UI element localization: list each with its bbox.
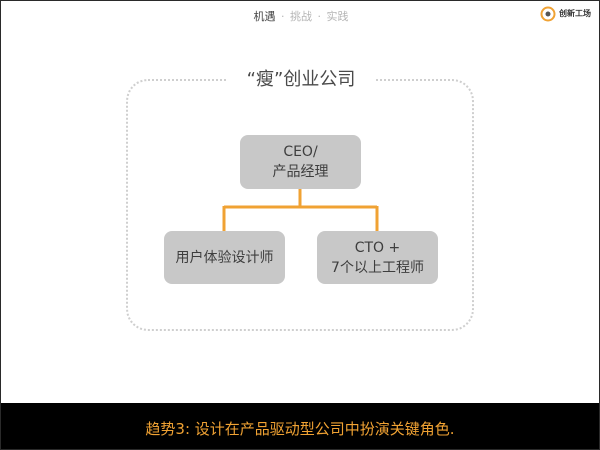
diagram-title: “瘦”创业公司 bbox=[226, 67, 376, 93]
node-cto-engineers: CTO + 7个以上工程师 bbox=[317, 231, 438, 284]
nav-item-challenge[interactable]: 挑战 bbox=[290, 10, 312, 23]
node-ceo-product-manager: CEO/ 产品经理 bbox=[240, 135, 361, 189]
nav-item-opportunity[interactable]: 机遇 bbox=[253, 10, 276, 23]
nav-separator: · bbox=[317, 10, 322, 23]
node-label-line: 用户体验设计师 bbox=[175, 249, 274, 266]
nav-item-practice[interactable]: 实践 bbox=[326, 10, 349, 23]
node-ux-designer: 用户体验设计师 bbox=[164, 231, 285, 284]
node-label-line: 产品经理 bbox=[272, 164, 329, 180]
nav-separator: · bbox=[281, 10, 285, 23]
node-label-line: 7个以上工程师 bbox=[331, 259, 424, 276]
node-label-line: CEO/ bbox=[283, 144, 318, 160]
innovation-works-logo-icon bbox=[540, 6, 556, 22]
trend-banner: 趋势3: 设计在产品驱动型公司中扮演关键角色. bbox=[1, 403, 599, 449]
banner-text: 趋势3: 设计在产品驱动型公司中扮演关键角色. bbox=[145, 420, 455, 438]
node-label-line: CTO + bbox=[354, 239, 401, 256]
logo-text: 创新工场 bbox=[559, 9, 591, 18]
top-navigation: 机遇 · 挑战 · 实践 bbox=[1, 8, 599, 24]
company-logo: 创新工场 bbox=[540, 5, 591, 23]
